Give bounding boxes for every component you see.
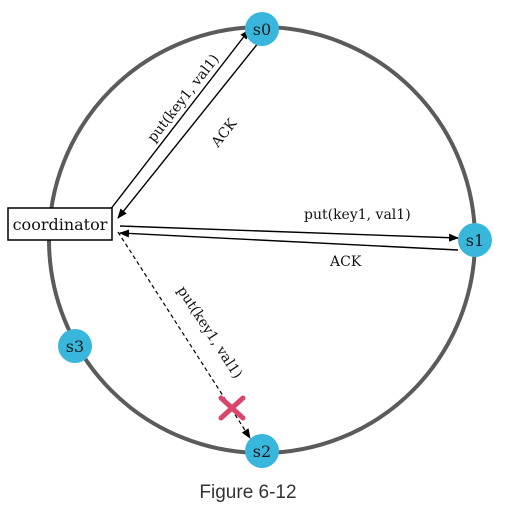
server-s3-label: s3: [66, 337, 84, 356]
coordinator-node: coordinator: [7, 207, 113, 241]
ack-label-s1: ACK: [329, 254, 362, 270]
put-arrow-to-s0: [109, 29, 250, 211]
server-s3: s3: [58, 329, 92, 363]
put-label-s2: put(key1, val1): [174, 283, 246, 381]
server-s1-label: s1: [466, 231, 484, 250]
server-s0-label: s0: [253, 20, 271, 39]
server-s0: s0: [245, 12, 279, 46]
server-s1: s1: [458, 223, 492, 257]
ack-arrow-from-s1: [119, 229, 459, 251]
x-mark-icon: [218, 395, 246, 421]
ack-arrow-from-s0: [117, 41, 260, 219]
coordinator-label: coordinator: [13, 215, 108, 234]
put-arrow-to-s1: [119, 225, 459, 242]
put-label-s1: put(key1, val1): [304, 207, 411, 223]
server-s2-label: s2: [253, 442, 271, 461]
ack-label-s0: ACK: [208, 116, 241, 152]
figure-caption: Figure 6-12: [199, 482, 296, 503]
put-label-s0: put(key1, val1): [145, 52, 223, 146]
server-s2: s2: [245, 434, 279, 468]
